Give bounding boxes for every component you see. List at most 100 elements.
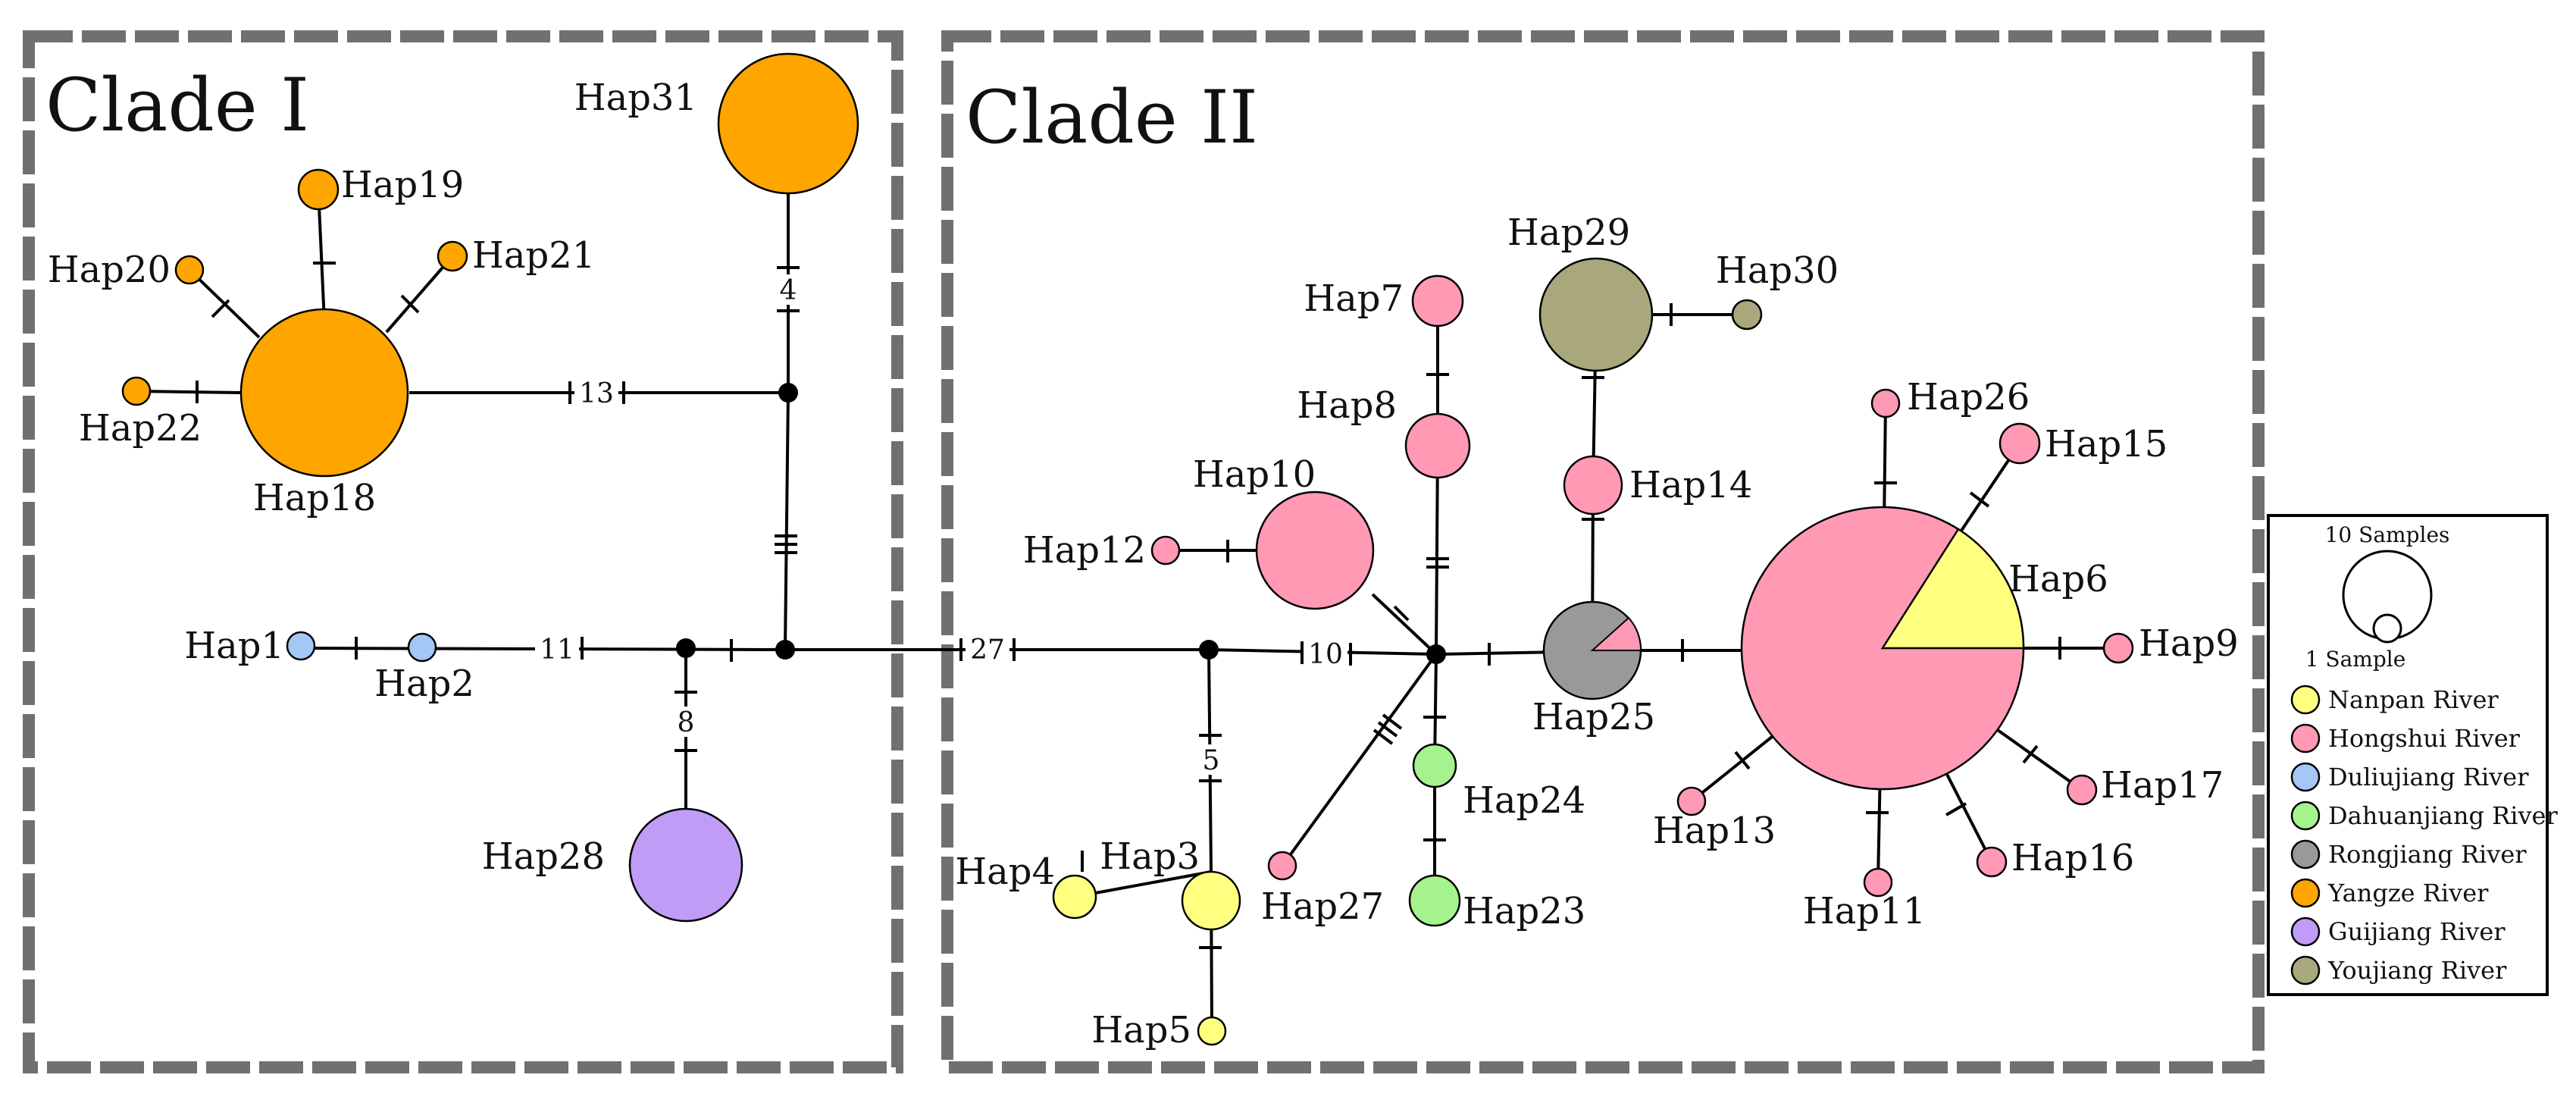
hap11-node bbox=[1863, 867, 1893, 898]
hap12-label: Hap12 bbox=[1023, 529, 1146, 572]
median-vector bbox=[775, 640, 795, 660]
hap29-label: Hap29 bbox=[1507, 212, 1630, 254]
hap31-node bbox=[717, 52, 859, 195]
legend-label: Dahuanjiang River bbox=[2328, 801, 2558, 830]
mutation-ticks bbox=[196, 262, 2061, 949]
mutation-count-label: 27 bbox=[970, 635, 1005, 666]
median-vector bbox=[1426, 644, 1446, 664]
hap5-label: Hap5 bbox=[1091, 1009, 1191, 1051]
legend-size-small-circle bbox=[2372, 613, 2402, 644]
legend-label: Yangze River bbox=[2327, 879, 2489, 907]
mutation-counts: 4 13 11 8 27 10 5 bbox=[535, 274, 1347, 776]
haplotype-nodes bbox=[121, 52, 2134, 1046]
hap22-node bbox=[121, 376, 152, 406]
hap19-label: Hap19 bbox=[341, 164, 464, 206]
hap11-label: Hap11 bbox=[1803, 890, 1926, 932]
hap26-label: Hap26 bbox=[1907, 376, 2030, 418]
legend-swatch bbox=[2290, 685, 2321, 715]
hap3-node bbox=[1181, 870, 1241, 931]
hap25-node bbox=[1542, 600, 1642, 700]
hap8-node bbox=[1404, 412, 1471, 479]
legend-label: Youjiang River bbox=[2327, 956, 2507, 985]
legend-size-large-label: 10 Samples bbox=[2325, 522, 2450, 547]
hap2-label: Hap2 bbox=[374, 663, 474, 705]
hap14-node bbox=[1563, 455, 1623, 515]
hap6-node bbox=[1740, 506, 2025, 791]
median-vector bbox=[676, 638, 696, 658]
median-vector bbox=[778, 383, 798, 403]
hap3-label: Hap3 bbox=[1100, 835, 1200, 878]
hap5-node bbox=[1197, 1016, 1227, 1046]
hap7-node bbox=[1411, 274, 1464, 327]
hap24-label: Hap24 bbox=[1463, 779, 1585, 822]
hap17-node bbox=[2066, 774, 2098, 806]
hap26-node bbox=[1870, 388, 1901, 418]
hap16-node bbox=[1976, 846, 2008, 878]
hap23-node bbox=[1408, 874, 1461, 927]
hap12-node bbox=[1150, 535, 1181, 566]
hap30-node bbox=[1731, 299, 1763, 331]
legend-label: Nanpan River bbox=[2328, 685, 2499, 714]
hap27-label: Hap27 bbox=[1261, 885, 1384, 928]
mutation-count-label: 10 bbox=[1308, 639, 1343, 670]
hap10-label: Hap10 bbox=[1193, 453, 1316, 496]
hap23-label: Hap23 bbox=[1463, 890, 1585, 932]
hap6-label: Hap6 bbox=[2008, 558, 2108, 600]
hap25-label: Hap25 bbox=[1532, 696, 1655, 738]
hap29-node bbox=[1538, 257, 1654, 372]
hap9-node bbox=[2102, 632, 2134, 664]
hap1-node bbox=[286, 631, 316, 661]
clade-ii-panel bbox=[941, 30, 2265, 1073]
hap21-label: Hap21 bbox=[472, 234, 595, 277]
legend-label: Guijiang River bbox=[2328, 917, 2506, 946]
legend-swatch bbox=[2290, 839, 2321, 870]
hap18-node bbox=[239, 308, 409, 478]
mutation-count-label: 13 bbox=[579, 378, 614, 409]
hap21-node bbox=[437, 240, 468, 272]
median-vector bbox=[1199, 640, 1219, 660]
legend-swatch bbox=[2290, 878, 2321, 908]
legend-label: Rongjiang River bbox=[2328, 840, 2527, 869]
legend-size-small-label: 1 Sample bbox=[2305, 647, 2406, 672]
mutation-count-label: 8 bbox=[678, 707, 695, 738]
legend-label: Hongshui River bbox=[2328, 724, 2521, 753]
clade-ii-title: Clade II bbox=[966, 75, 1258, 160]
mutation-count-label: 4 bbox=[780, 275, 797, 306]
hap14-label: Hap14 bbox=[1629, 464, 1752, 506]
mutation-count-label: 11 bbox=[540, 635, 574, 666]
hap15-label: Hap15 bbox=[2045, 423, 2168, 465]
clade-i-title: Clade I bbox=[45, 63, 309, 148]
hap4-node bbox=[1052, 874, 1097, 920]
hap22-label: Hap22 bbox=[79, 407, 202, 450]
hap30-label: Hap30 bbox=[1716, 249, 1839, 292]
clade-i-panel bbox=[23, 30, 903, 1073]
haplotype-labels-set: Hap1 Hap2 Hap3 Hap4 Hap5 Hap6 Hap7 Hap8 … bbox=[48, 77, 2239, 1051]
legend-swatch bbox=[2290, 955, 2321, 985]
hap9-label: Hap9 bbox=[2139, 622, 2239, 665]
hap17-label: Hap17 bbox=[2101, 764, 2224, 807]
hap16-label: Hap16 bbox=[2011, 837, 2134, 879]
hap18-label: Hap18 bbox=[253, 477, 376, 519]
hap13-node bbox=[1676, 786, 1707, 816]
hap10-node bbox=[1255, 490, 1375, 610]
legend-swatch bbox=[2290, 723, 2321, 754]
legend: 10 Samples 1 Sample Nanpan RiverHongshui… bbox=[2267, 514, 2558, 996]
median-vectors bbox=[676, 383, 1446, 664]
hap24-node bbox=[1412, 743, 1457, 788]
hap31-label: Hap31 bbox=[574, 77, 697, 119]
hap19-node bbox=[297, 168, 340, 211]
hap28-node bbox=[628, 807, 743, 923]
legend-swatch bbox=[2290, 917, 2321, 947]
hap27-node bbox=[1267, 851, 1297, 881]
hap28-label: Hap28 bbox=[482, 835, 605, 878]
legend-label: Duliujiang River bbox=[2328, 763, 2529, 791]
hap2-node bbox=[407, 632, 437, 663]
hap8-label: Hap8 bbox=[1297, 384, 1397, 427]
hap4-label: Hap4 bbox=[955, 851, 1055, 893]
hap7-label: Hap7 bbox=[1304, 277, 1404, 320]
legend-swatch bbox=[2290, 762, 2321, 792]
hap20-label: Hap20 bbox=[48, 249, 171, 291]
hap15-node bbox=[1999, 422, 2041, 465]
